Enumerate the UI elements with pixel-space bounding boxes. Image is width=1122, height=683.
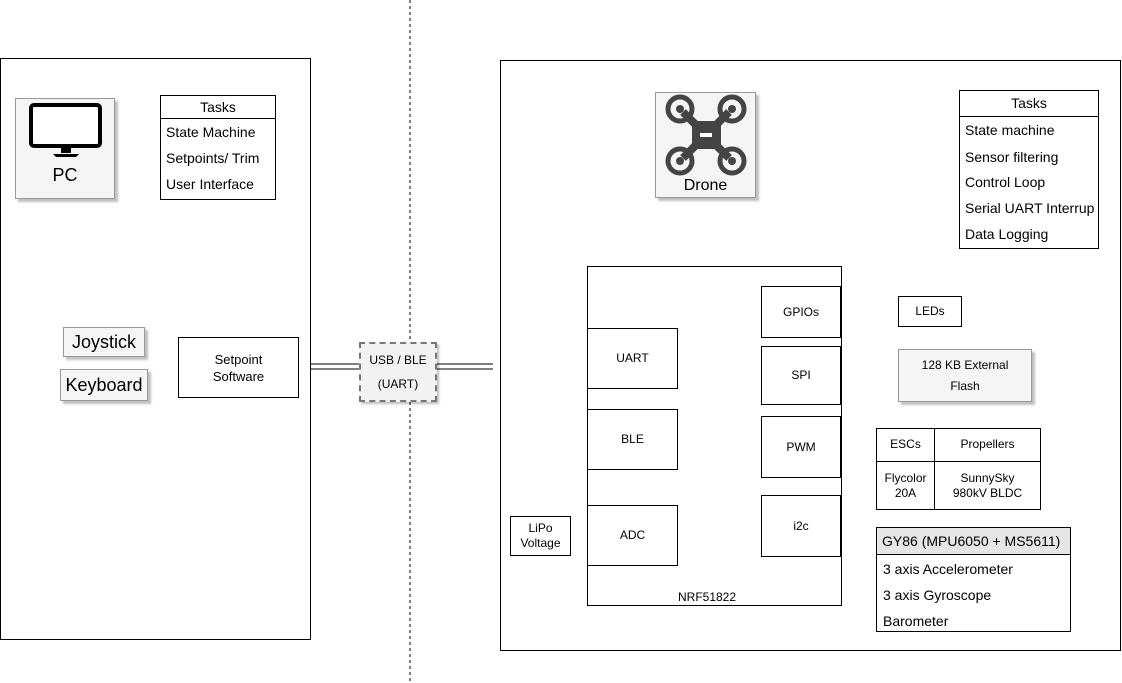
setpoint-line2: Software <box>212 368 265 384</box>
monitor-icon <box>29 103 102 157</box>
pc-task-item: User Interface <box>166 176 254 192</box>
spi-block: SPI <box>761 346 841 405</box>
usb-ble-link: USB / BLE (UART) <box>359 342 437 402</box>
pc-task-item: Setpoints/ Trim <box>166 150 260 166</box>
quadcopter-icon <box>665 94 747 176</box>
esc-line1: Flycolor <box>884 470 927 485</box>
leds-node: LEDs <box>898 296 962 327</box>
setpoint-line1: Setpoint <box>214 351 263 367</box>
lipo-voltage-node: LiPo Voltage <box>510 516 571 556</box>
mcu-label: NRF51822 <box>677 590 737 604</box>
esc-line2: 20A <box>894 485 917 500</box>
sensor-item: 3 axis Gyroscope <box>883 587 992 603</box>
drone-tasks-table: Tasks State machine Sensor filtering Con… <box>959 90 1099 249</box>
sensor-item: 3 axis Accelerometer <box>883 561 1013 577</box>
adc-block: ADC <box>587 505 678 566</box>
lipo-line1: LiPo <box>528 521 553 535</box>
joystick-node: Joystick <box>63 327 145 357</box>
flash-line2: Flash <box>950 378 980 393</box>
keyboard-node: Keyboard <box>60 369 148 401</box>
pc-tasks-title: Tasks <box>161 96 275 119</box>
propeller-line1: SunnySky <box>960 470 1015 485</box>
esc-header: ESCs <box>877 429 935 462</box>
gpios-block: GPIOs <box>761 286 841 338</box>
drone-label: Drone <box>683 177 728 194</box>
drone-task-item: Control Loop <box>965 174 1046 190</box>
drone-task-item: Sensor filtering <box>965 149 1059 165</box>
esc-cell: Flycolor 20A <box>877 462 935 509</box>
sensor-title: GY86 (MPU6050 + MS5611) <box>877 528 1070 555</box>
pc-tasks-table: Tasks State Machine Setpoints/ Trim User… <box>160 95 276 200</box>
propeller-line2: 980kV BLDC <box>952 485 1023 500</box>
pwm-block: PWM <box>761 416 841 478</box>
ble-block: BLE <box>587 409 678 470</box>
drone-tasks-title: Tasks <box>960 91 1098 117</box>
propeller-cell: SunnySky 980kV BLDC <box>935 462 1040 509</box>
sensor-item: Barometer <box>883 613 949 629</box>
i2c-block: i2c <box>761 495 841 557</box>
drone-node: Drone <box>655 92 756 198</box>
lipo-line2: Voltage <box>520 536 561 550</box>
drone-task-item: State machine <box>965 122 1055 138</box>
flash-line1: 128 KB External <box>921 357 1009 372</box>
link-line2: (UART) <box>377 377 419 391</box>
link-line1: USB / BLE <box>369 353 427 367</box>
gy86-sensor-table: GY86 (MPU6050 + MS5611) 3 axis Accelerom… <box>876 527 1071 632</box>
setpoint-software-node: Setpoint Software <box>178 337 299 398</box>
uart-block: UART <box>587 328 678 389</box>
external-flash-node: 128 KB External Flash <box>898 349 1032 402</box>
drone-task-item: Data Logging <box>965 226 1049 242</box>
drone-task-item: Serial UART Interrup <box>965 200 1095 216</box>
pc-node: PC <box>15 98 115 199</box>
esc-propeller-table: ESCs Propellers Flycolor 20A SunnySky 98… <box>876 428 1041 510</box>
pc-task-item: State Machine <box>166 124 256 140</box>
pc-label: PC <box>52 165 78 185</box>
propellers-header: Propellers <box>935 429 1040 462</box>
